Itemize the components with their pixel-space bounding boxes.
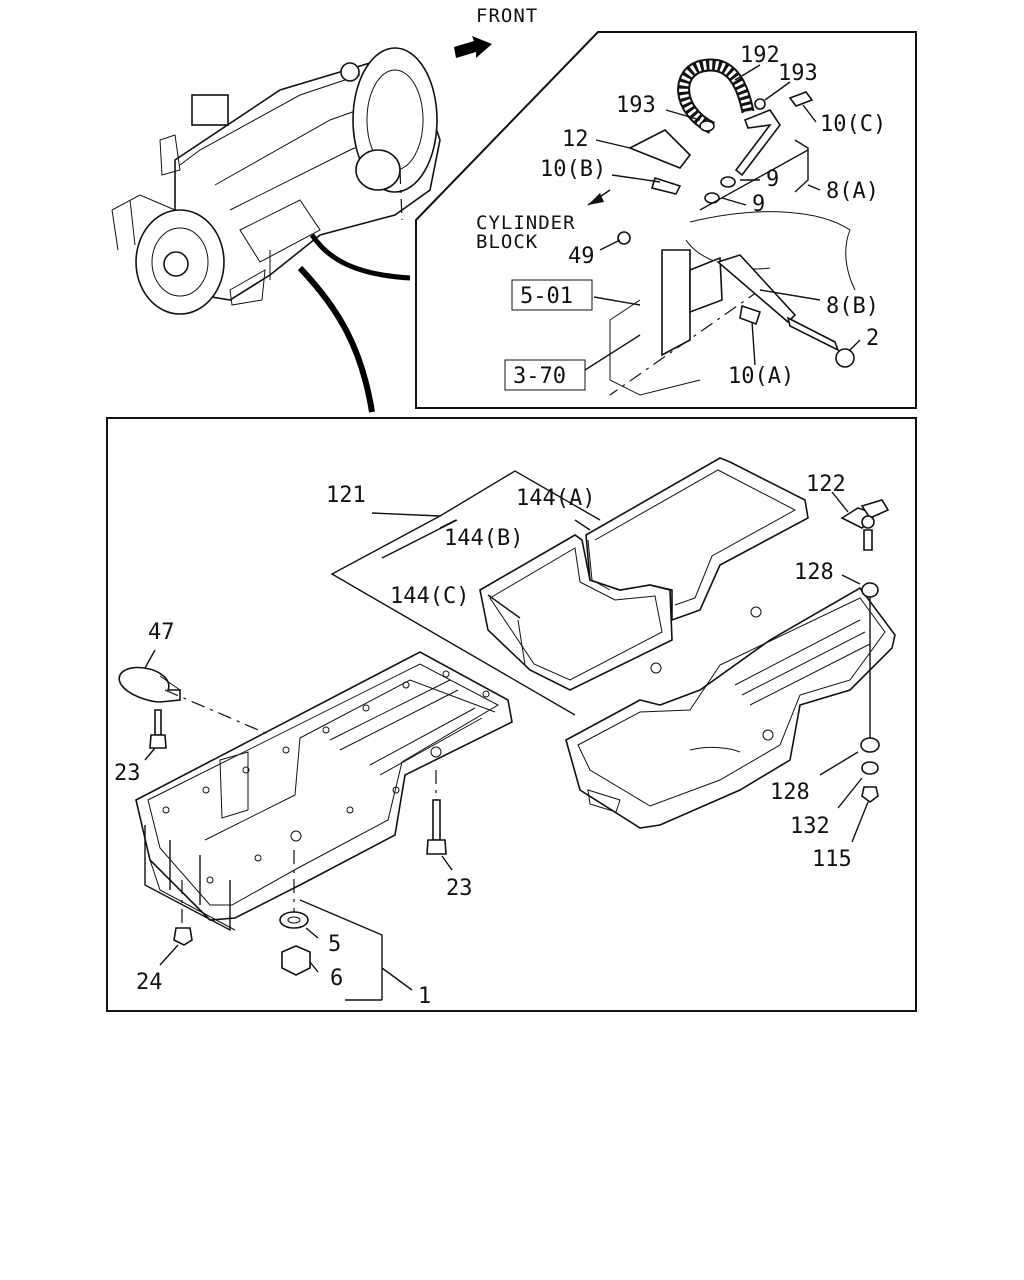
part-label-144c: 144(C) xyxy=(390,584,469,609)
arrow-right-icon xyxy=(454,36,492,58)
front-label: FRONT xyxy=(476,5,538,27)
part-label-10a: 10(A) xyxy=(728,364,794,389)
part-label-10c: 10(C) xyxy=(820,112,886,137)
part-label-132: 132 xyxy=(790,814,830,839)
part-label-9-upper: 9 xyxy=(766,167,779,192)
part-label-24: 24 xyxy=(136,970,163,995)
part-label-8a: 8(A) xyxy=(826,179,879,204)
cylinder-block-label-line1: CYLINDER xyxy=(476,212,576,234)
part-label-49: 49 xyxy=(568,244,595,269)
part-label-5: 5 xyxy=(328,932,341,957)
part-label-47: 47 xyxy=(148,620,175,645)
part-label-10b: 10(B) xyxy=(540,157,606,182)
cylinder-block-label-line2: BLOCK xyxy=(476,231,538,253)
callout-curve-to-main xyxy=(297,265,375,413)
oil-pan-lower xyxy=(135,651,513,931)
main-panel: 121 144(A) 144(B) 144(C) 122 128 128 132… xyxy=(106,417,917,1012)
detail-panel: 192 193 193 12 10(C) 10(B) 9 9 8(A) CYLI… xyxy=(415,31,917,409)
part-label-193-right: 193 xyxy=(778,61,818,86)
reference-label-5-01: 5-01 xyxy=(520,284,573,309)
part-label-121: 121 xyxy=(326,483,366,508)
part-label-23-left: 23 xyxy=(114,761,141,786)
part-label-12: 12 xyxy=(562,127,589,152)
part-label-115: 115 xyxy=(812,847,852,872)
part-label-128-upper: 128 xyxy=(794,560,834,585)
callout-curve-to-detail xyxy=(309,233,411,281)
part-label-1: 1 xyxy=(418,984,431,1009)
part-label-2: 2 xyxy=(866,326,879,351)
part-label-144a: 144(A) xyxy=(516,486,595,511)
part-label-128-lower: 128 xyxy=(770,780,810,805)
reference-label-3-70: 3-70 xyxy=(513,364,566,389)
part-label-8b: 8(B) xyxy=(826,294,879,319)
clamp-47 xyxy=(118,666,181,703)
part-label-144b: 144(B) xyxy=(444,526,523,551)
engine-overview-illustration xyxy=(111,47,441,315)
detail-panel-border xyxy=(415,31,917,409)
baffle-plate-assembly xyxy=(479,457,809,691)
part-label-122: 122 xyxy=(806,472,846,497)
oil-pan-upper xyxy=(565,586,896,829)
part-label-6: 6 xyxy=(330,966,343,991)
reference-box-5-01 xyxy=(511,279,593,311)
reference-box-3-70 xyxy=(504,359,586,391)
part-label-193-left: 193 xyxy=(616,93,656,118)
hose-192 xyxy=(677,58,755,134)
part-label-192: 192 xyxy=(740,43,780,68)
part-label-23-center: 23 xyxy=(446,876,473,901)
part-label-9-lower: 9 xyxy=(752,192,765,217)
main-panel-border xyxy=(106,417,917,1012)
bracket-122 xyxy=(840,499,890,551)
